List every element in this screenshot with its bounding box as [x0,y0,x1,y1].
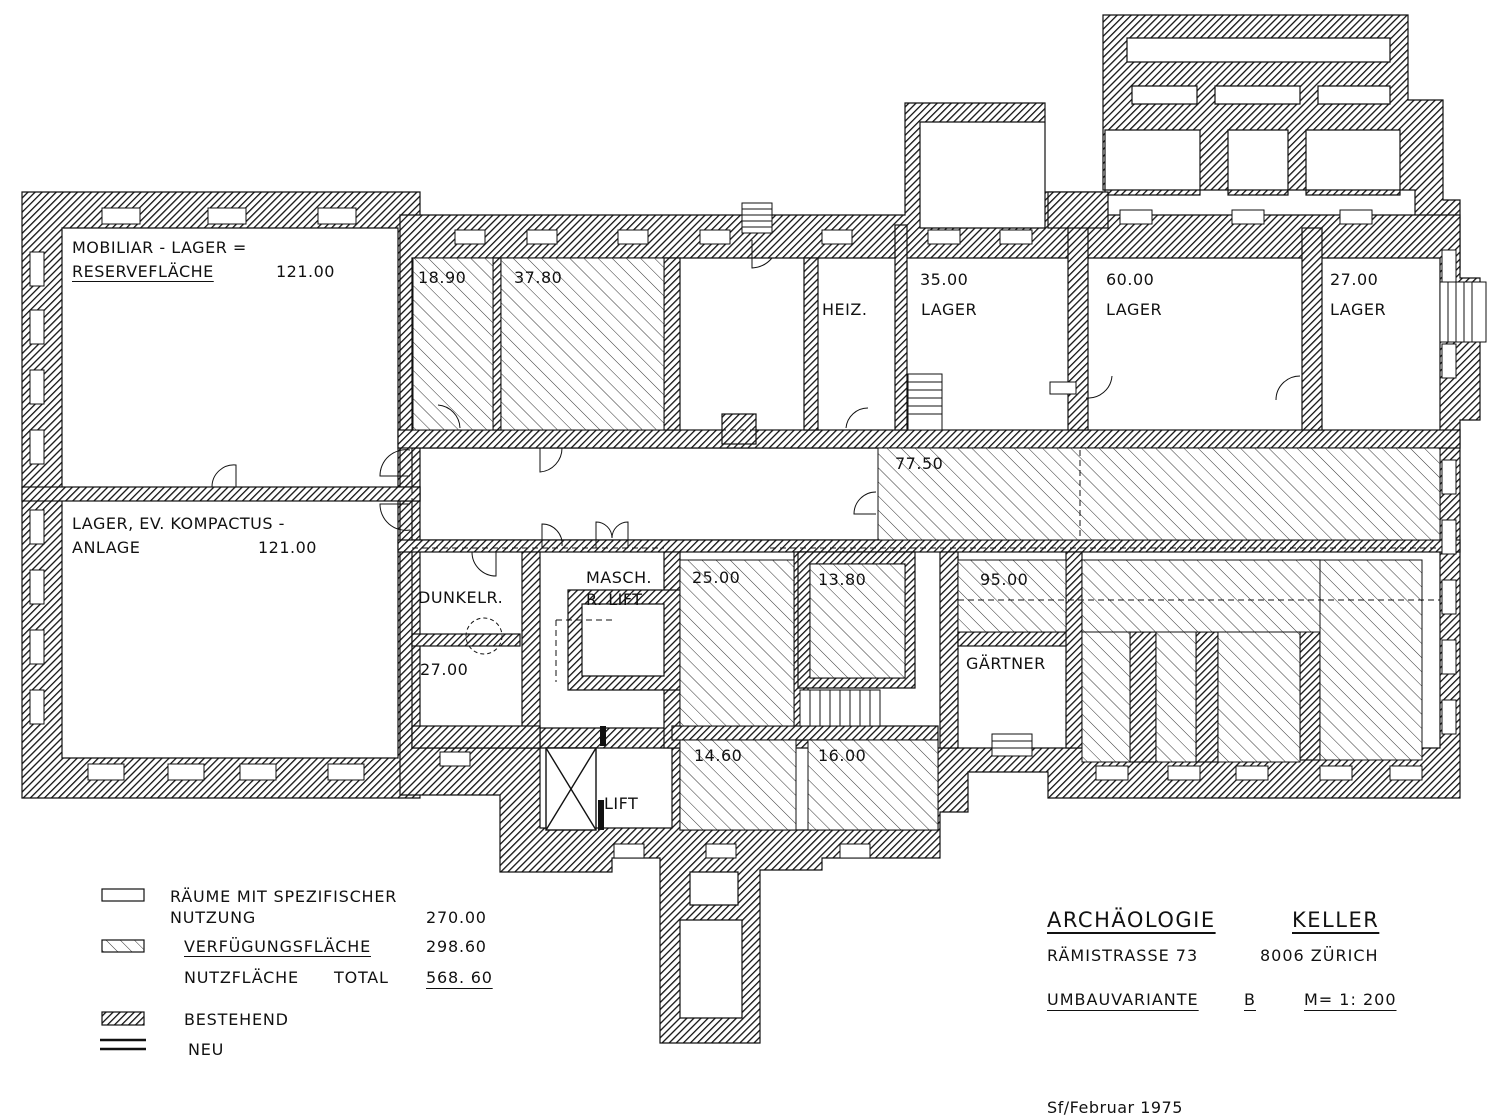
room-1460-hatch [679,739,797,831]
room-mobiliar-area: 121.00 [276,262,335,281]
room-2700-area: 27.00 [420,660,469,679]
legend-existing-swatch [101,1011,145,1026]
room-2500-area: 25.00 [692,568,741,587]
available-area-hatch [412,257,1441,831]
wall-south-mid [671,725,939,741]
room-1460-area: 14.60 [694,746,743,765]
window-niches [29,207,1457,859]
legend-total-value: 568. 60 [426,968,493,987]
legend-symbols [100,888,146,1051]
room-masch-label-2: R. LIFT [586,590,643,609]
room-lift-label: LIFT [604,794,639,813]
pier-1 [1129,631,1157,763]
address-city: 8006 ZÜRICH [1260,946,1379,965]
legend-available-swatch [101,939,145,953]
room-lager-kompactus-label-2: ANLAGE [72,538,141,557]
room-gaertner-label: GÄRTNER [966,654,1046,673]
room-mobiliar-label-1: MOBILIAR - LAGER = [72,238,247,257]
stairs [741,202,1487,757]
dashed-lines [411,429,1440,749]
legend-specific-label-1: RÄUME MIT SPEZIFISCHER [170,887,398,906]
room-lager27-area: 27.00 [1330,270,1379,289]
pier-2 [1195,631,1219,763]
room-1890-area: 18.90 [418,268,467,287]
room-lager27-label: LAGER [1330,300,1387,319]
room-lager35-area: 35.00 [920,270,969,289]
left-wing-walls [21,191,421,799]
address-street: RÄMISTRASSE 73 [1047,946,1199,965]
pillar-hall [721,413,757,445]
room-mobiliar-label-2: RESERVEFLÄCHE [72,262,214,281]
room-lager-kompactus-label-1: LAGER, EV. KOMPACTUS - [72,514,285,533]
legend-total-label-2: TOTAL [334,968,389,987]
room-1890-hatch [412,257,494,431]
bay-4-hatch [1319,559,1423,761]
left-wing-divider [21,486,421,502]
room-lager60-label: LAGER [1106,300,1163,319]
legend-existing-label: BESTEHEND [184,1010,289,1029]
legend-new-label: NEU [188,1040,225,1059]
wall-lager35-lager60 [1067,214,1089,431]
wall-dunkelr-masch [521,551,541,749]
legend-available-label: VERFÜGUNGSFLÄCHE [184,937,371,956]
room-1380-area: 13.80 [818,570,867,589]
room-3780-hatch [500,257,665,431]
corridor-7750-hatch [877,447,1441,541]
room-heiz-label: HEIZ. [822,300,868,319]
wall-gaertner-east [1065,551,1083,749]
room-1600-area: 16.00 [818,746,867,765]
room-1600-hatch [807,739,939,831]
wall-3780-hall [663,257,681,431]
bay-1-hatch [1081,631,1131,763]
legend-specific-label-2: NUTZUNG [170,908,257,927]
room-2500-hatch [679,559,795,727]
room-lager-kompactus-area: 121.00 [258,538,317,557]
variant-label: UMBAUVARIANTE [1047,990,1199,1009]
variant-letter: B [1244,990,1256,1009]
corridor-south-wall [397,539,1461,553]
bay-3-hatch [1217,631,1301,763]
legend-total-label-1: NUTZFLÄCHE [184,968,299,987]
new-walls [598,726,606,830]
lift-shaft [545,747,597,831]
wall-heiz-lager [894,224,908,431]
room-lager35-label: LAGER [921,300,978,319]
legend-specific-swatch [101,888,145,902]
wall-1380-9500 [939,551,959,749]
bay-2-hatch [1155,631,1197,763]
title-left: ARCHÄOLOGIE [1047,908,1216,932]
scale-label: M= 1: 200 [1304,990,1397,1009]
wall-1890-3780 [492,257,502,431]
title-right: KELLER [1292,908,1380,932]
tower-junction [1047,191,1109,229]
doors [211,240,1301,655]
wall-9500-gaertner [957,631,1069,647]
corridor-north-wall [397,429,1461,449]
legend-available-value: 298.60 [426,937,487,956]
signature-date: Sf/Februar 1975 [1047,1098,1183,1117]
room-9500-hatch [957,559,1067,633]
room-1380-hatch [809,563,906,679]
room-3780-area: 37.80 [514,268,563,287]
wall-lager60-lager27 [1301,227,1323,431]
wall-south-left [411,725,541,749]
room-masch-label-1: MASCH. [586,568,652,587]
room-dunkelr-label: DUNKELR. [418,588,504,607]
wall-hall-heiz [803,257,819,431]
room-9500-area: 95.00 [980,570,1029,589]
legend-specific-value: 270.00 [426,908,487,927]
room-lager60-area: 60.00 [1106,270,1155,289]
corridor-7750-area: 77.50 [895,454,944,473]
